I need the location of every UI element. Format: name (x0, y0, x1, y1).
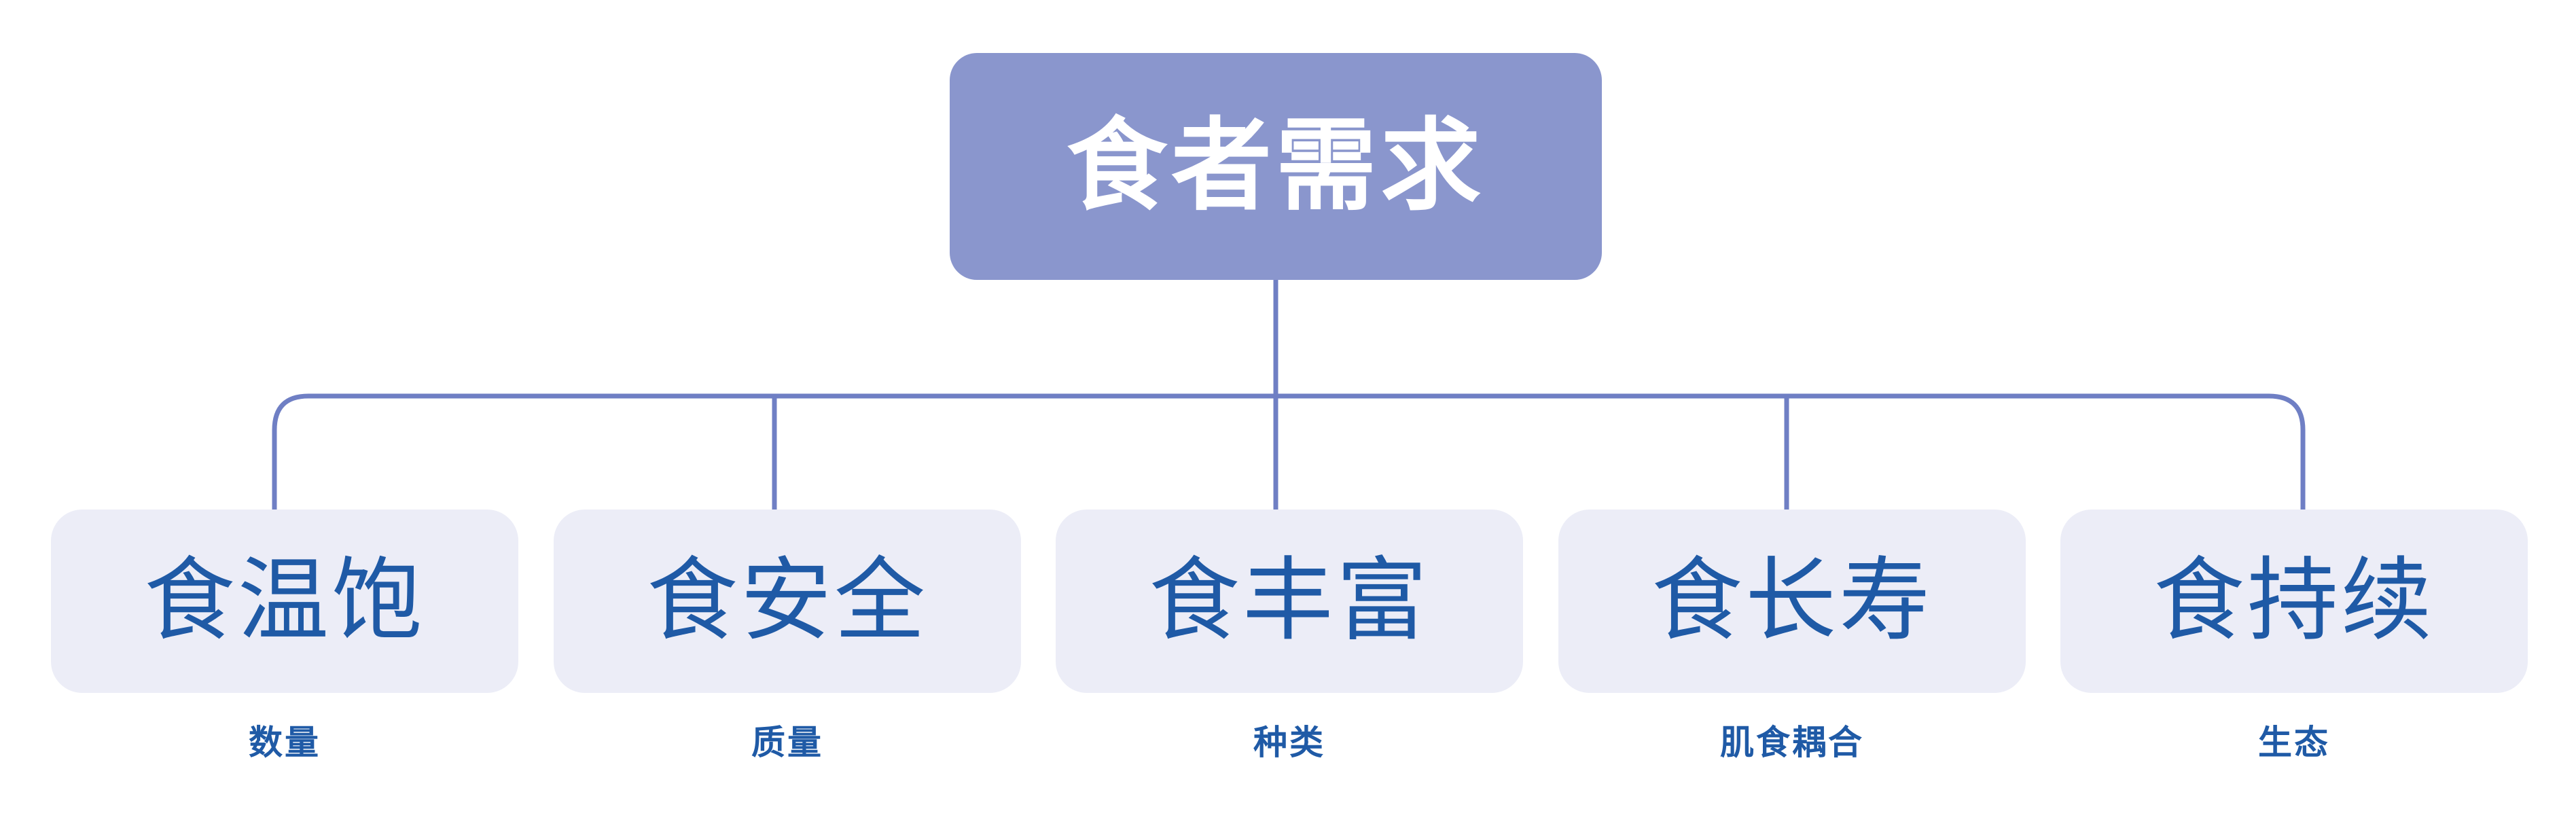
leaf-caption-muscle-food-coupling: 肌食耦合 (1720, 723, 1864, 762)
leaf-caption-quantity: 数量 (249, 723, 321, 762)
leaf-group-5: 食持续 生态 (2060, 510, 2528, 822)
connector-bracket (272, 393, 2306, 510)
leaf-node-label: 食安全 (646, 550, 928, 651)
leaf-caption-ecology: 生态 (2258, 723, 2330, 762)
root-node[interactable]: 食者需求 (950, 53, 1602, 280)
leaf-node-shianquan[interactable]: 食安全 (554, 510, 1021, 693)
leaf-group-1: 食温饱 数量 (51, 510, 518, 822)
leaf-node-label: 食持续 (2153, 550, 2435, 651)
leaf-caption-variety: 种类 (1253, 723, 1325, 762)
leaf-node-row: 食温饱 数量 食安全 质量 食丰富 种类 食长寿 肌食耦合 食持续 (0, 510, 2576, 822)
leaf-group-3: 食丰富 种类 (1056, 510, 1523, 822)
leaf-group-4: 食长寿 肌食耦合 (1558, 510, 2026, 822)
leaf-group-2: 食安全 质量 (554, 510, 1021, 822)
leaf-node-shichangshou[interactable]: 食长寿 (1558, 510, 2026, 693)
leaf-caption-quality: 质量 (751, 723, 823, 762)
leaf-node-label: 食长寿 (1651, 550, 1933, 651)
leaf-node-shifengfu[interactable]: 食丰富 (1056, 510, 1523, 693)
leaf-node-label: 食温饱 (143, 550, 425, 651)
root-node-label: 食者需求 (1067, 110, 1485, 222)
leaf-node-shichixu[interactable]: 食持续 (2060, 510, 2528, 693)
leaf-node-label: 食丰富 (1148, 550, 1430, 651)
leaf-node-shiwenbao[interactable]: 食温饱 (51, 510, 518, 693)
